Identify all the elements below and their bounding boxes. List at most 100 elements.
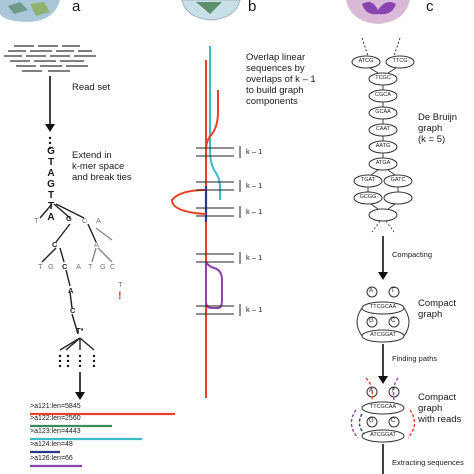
debruijn-node: CAAT — [375, 126, 391, 132]
small-node: T — [391, 388, 395, 394]
purple-sequence — [205, 261, 223, 309]
overlap-label: k – 1 — [246, 253, 263, 262]
small-node: C — [391, 318, 396, 324]
branch-base: T — [38, 262, 43, 271]
branch-base: G — [48, 262, 54, 271]
debruijn-node: ATCG — [358, 58, 374, 64]
overlap-brackets — [196, 147, 234, 315]
panel-letter-b: b — [248, 0, 257, 15]
debruijn-node: TTCG — [392, 58, 408, 64]
small-node: G — [369, 318, 374, 324]
extend-label-line: k-mer space — [72, 161, 125, 172]
compact-node: TTCGCAA — [369, 404, 397, 410]
overlap-description-line: Overlap linear — [246, 52, 306, 63]
kmer-base: G — [47, 146, 55, 157]
compact-reads-label-line: graph — [418, 403, 443, 414]
kmer-base: T — [47, 190, 55, 201]
finding-paths-label: Finding paths — [392, 354, 438, 363]
debruijn-label-line: De Bruijn — [418, 112, 458, 123]
read-paths — [350, 377, 416, 439]
overlap-description-line: overlaps of k – 1 — [246, 74, 316, 85]
debruijn-nodes — [351, 55, 415, 222]
contig-arrow-head — [75, 392, 85, 400]
panel-letter-a: a — [72, 0, 81, 15]
debruijn-label-line: graph — [418, 123, 443, 134]
overlap-label: k – 1 — [246, 181, 263, 190]
red-loop — [170, 189, 207, 215]
debruijn-node: GATC — [390, 177, 406, 183]
compact-node: ATCGGAT — [370, 432, 396, 438]
branch-base: C — [82, 216, 88, 225]
overlap-description-line: sequences by — [246, 63, 305, 74]
debruijn-node: TGAT — [360, 177, 376, 183]
contig-lines — [30, 412, 175, 468]
branch-base: T* — [76, 326, 84, 335]
extracting-label: Extracting sequences — [392, 458, 464, 467]
read-arrow-head — [45, 124, 55, 132]
contig-label: >a124:len=48 — [30, 441, 73, 448]
compacting-label: Compacting — [392, 250, 433, 259]
kmer-base: G — [47, 179, 55, 190]
branch-base: C — [52, 240, 58, 249]
branch-base: C — [70, 306, 76, 315]
extend-label-line: and break ties — [72, 172, 132, 183]
compact-graph-label-line: graph — [418, 309, 443, 320]
contig-label: >a122:len=2560 — [30, 415, 81, 422]
debruijn-node: CGCA — [375, 92, 391, 98]
panel-letter-c: c — [426, 0, 434, 15]
panel-c-image — [346, 0, 410, 24]
extend-label: Extend in k-mer space and break ties — [72, 150, 132, 183]
branch-base: A — [68, 286, 74, 295]
branch-base: A — [96, 216, 102, 225]
overlap-description-line: to build graph — [246, 85, 304, 96]
kmer-tree — [39, 203, 113, 351]
kmer-column: G T A G T T A — [44, 146, 58, 223]
overlap-label: k – 1 — [246, 207, 263, 216]
debruijn-node: AATG — [375, 143, 391, 149]
debruijn-label-line: (k = 5) — [418, 134, 446, 145]
branch-base: G — [100, 262, 106, 271]
overlap-label: k – 1 — [246, 147, 263, 156]
branch-base: C — [110, 262, 116, 271]
branch-base: A — [94, 240, 100, 249]
break-mark: ! — [118, 290, 122, 302]
panel-a-image — [0, 0, 60, 22]
kmer-base: T — [47, 201, 55, 212]
debruijn-node: GCAA — [375, 109, 391, 115]
small-node: A — [369, 388, 374, 394]
branch-base: G — [66, 214, 72, 223]
kmer-base: T — [47, 157, 55, 168]
overlap-description-line: components — [246, 96, 298, 107]
contig-label: >a121:len=5845 — [30, 403, 81, 410]
compact-graph-label-line: Compact — [418, 298, 457, 309]
kmer-base: A — [47, 212, 55, 223]
cyan-sequence — [209, 46, 221, 200]
branch-base: C — [62, 262, 68, 271]
contig-label: >a123:len=4443 — [30, 428, 81, 435]
compact-node: TTCGCAA — [369, 304, 397, 310]
read-set-label: Read set — [72, 82, 111, 93]
debruijn-label: De Bruijn graph (k = 5) — [418, 112, 457, 145]
contig-label: >a126:len=66 — [30, 455, 73, 462]
compact-node: ATCGGAT — [370, 332, 396, 338]
read-set — [4, 45, 96, 72]
small-node: C — [391, 418, 396, 424]
small-node: A — [369, 288, 374, 294]
branch-base: T — [34, 216, 39, 225]
branch-base: A — [76, 262, 82, 271]
debruijn-node: GCGG — [359, 194, 377, 200]
compact-graph-label: Compact graph — [418, 298, 456, 320]
overlap-description: Overlap linear sequences by overlaps of … — [246, 52, 316, 107]
overlap-label: k – 1 — [246, 305, 263, 314]
debruijn-node: ATGA — [375, 160, 391, 166]
branch-base: T — [88, 262, 93, 271]
kmer-base: A — [47, 168, 55, 179]
panel-b-image — [181, 0, 241, 21]
debruijn-node: TCGC — [375, 75, 391, 81]
extend-label-line: Extend in — [72, 150, 112, 161]
compact-reads-label-line: with reads — [418, 414, 462, 425]
